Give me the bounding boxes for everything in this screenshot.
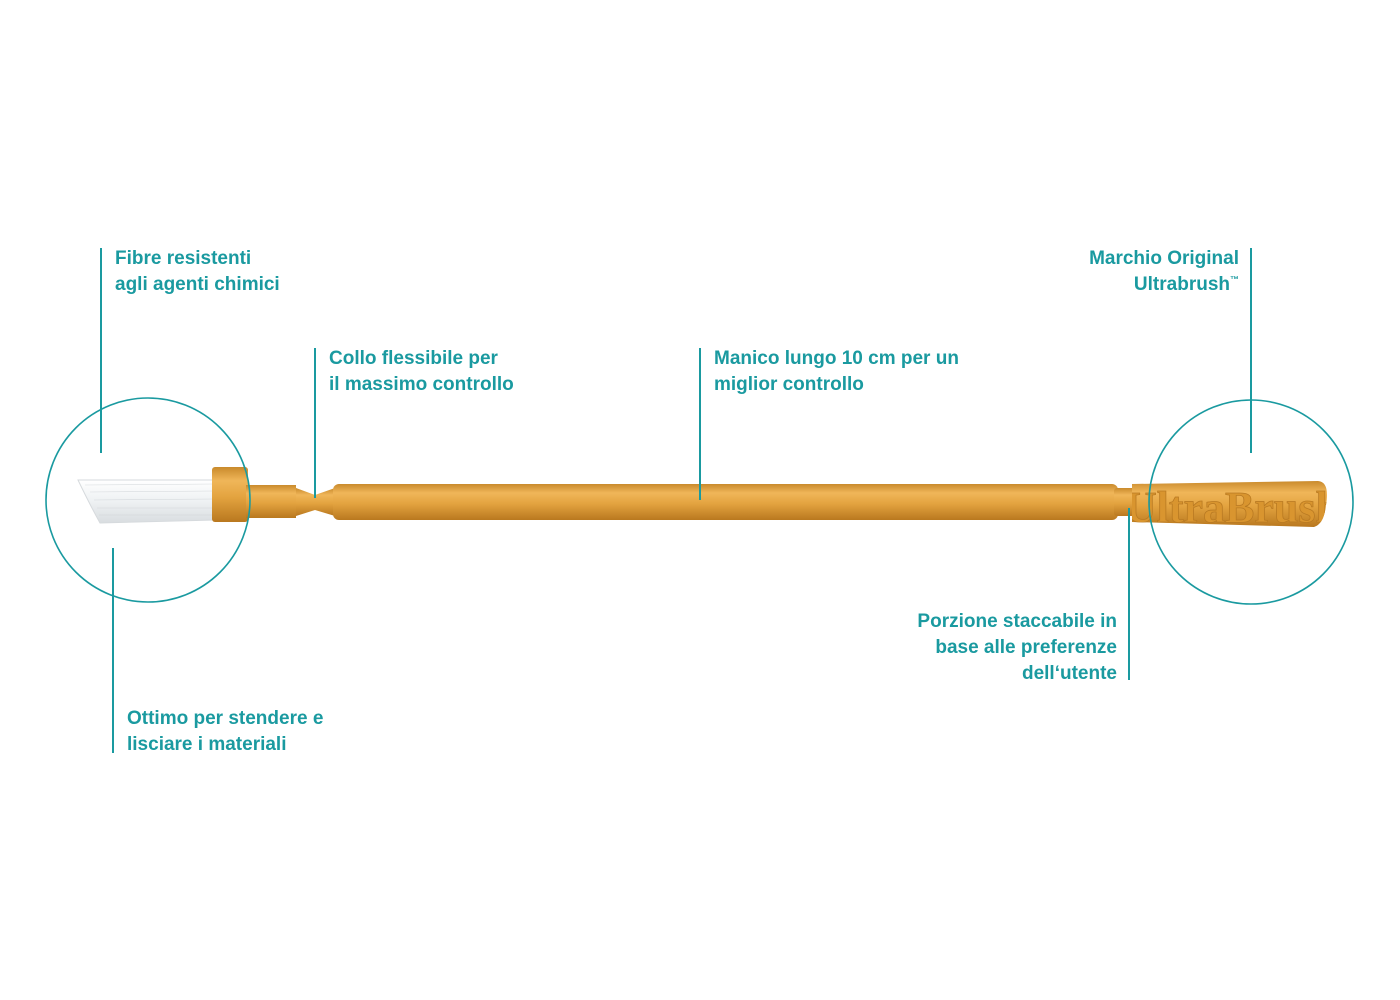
neck-label-line2: il massimo controllo	[329, 374, 514, 395]
engraved-brand: UltraBrush	[1125, 483, 1340, 532]
breakaway-label-line2: base alle preferenze	[935, 637, 1117, 658]
handle-label: Manico lungo 10 cm per un miglior contro…	[714, 346, 959, 398]
branded-tip	[1132, 481, 1327, 527]
bristles	[77, 479, 216, 524]
brand-label-line1: Marchio Original	[1089, 248, 1239, 269]
flexible-neck	[296, 488, 335, 516]
brand-name: Ultrabrush	[1133, 274, 1230, 295]
breakaway-label: Porzione staccabile in base alle prefere…	[917, 609, 1117, 687]
handle-label-line2: miglior controllo	[714, 374, 864, 395]
neck-leader-line	[314, 348, 316, 498]
spreading-leader-line	[112, 548, 114, 753]
fibers-label-line1: Fibre resistenti	[115, 248, 252, 269]
bristles-callout-circle	[45, 397, 251, 603]
bristle-strands	[84, 483, 215, 516]
breakaway-label-line3: dell‘utente	[1021, 663, 1117, 684]
breakaway-label-line1: Porzione staccabile in	[917, 611, 1117, 632]
ferrule	[212, 467, 248, 522]
brand-leader-line	[1250, 248, 1252, 453]
neck-label: Collo flessibile per il massimo controll…	[329, 346, 514, 398]
fibers-label-line2: agli agenti chimici	[115, 274, 280, 295]
spreading-label-line2: lisciare i materiali	[127, 734, 287, 755]
handle	[333, 484, 1118, 520]
spreading-label: Ottimo per stendere e lisciare i materia…	[127, 706, 323, 758]
neck-label-line1: Collo flessibile per	[329, 348, 498, 369]
handle-leader-line	[699, 348, 701, 500]
breakaway-leader-line	[1128, 508, 1130, 680]
fibers-label: Fibre resistenti agli agenti chimici	[115, 246, 280, 298]
fibers-leader-line	[100, 248, 102, 453]
breakaway-joint	[1114, 488, 1136, 516]
spreading-label-line1: Ottimo per stendere e	[127, 708, 324, 729]
brand-label-line2: Ultrabrush™	[1089, 272, 1239, 298]
handle-label-line1: Manico lungo 10 cm per un	[714, 348, 959, 369]
neck-collar	[246, 485, 296, 518]
brand-label: Marchio Original Ultrabrush™	[1089, 246, 1239, 298]
trademark-symbol: ™	[1230, 274, 1239, 285]
